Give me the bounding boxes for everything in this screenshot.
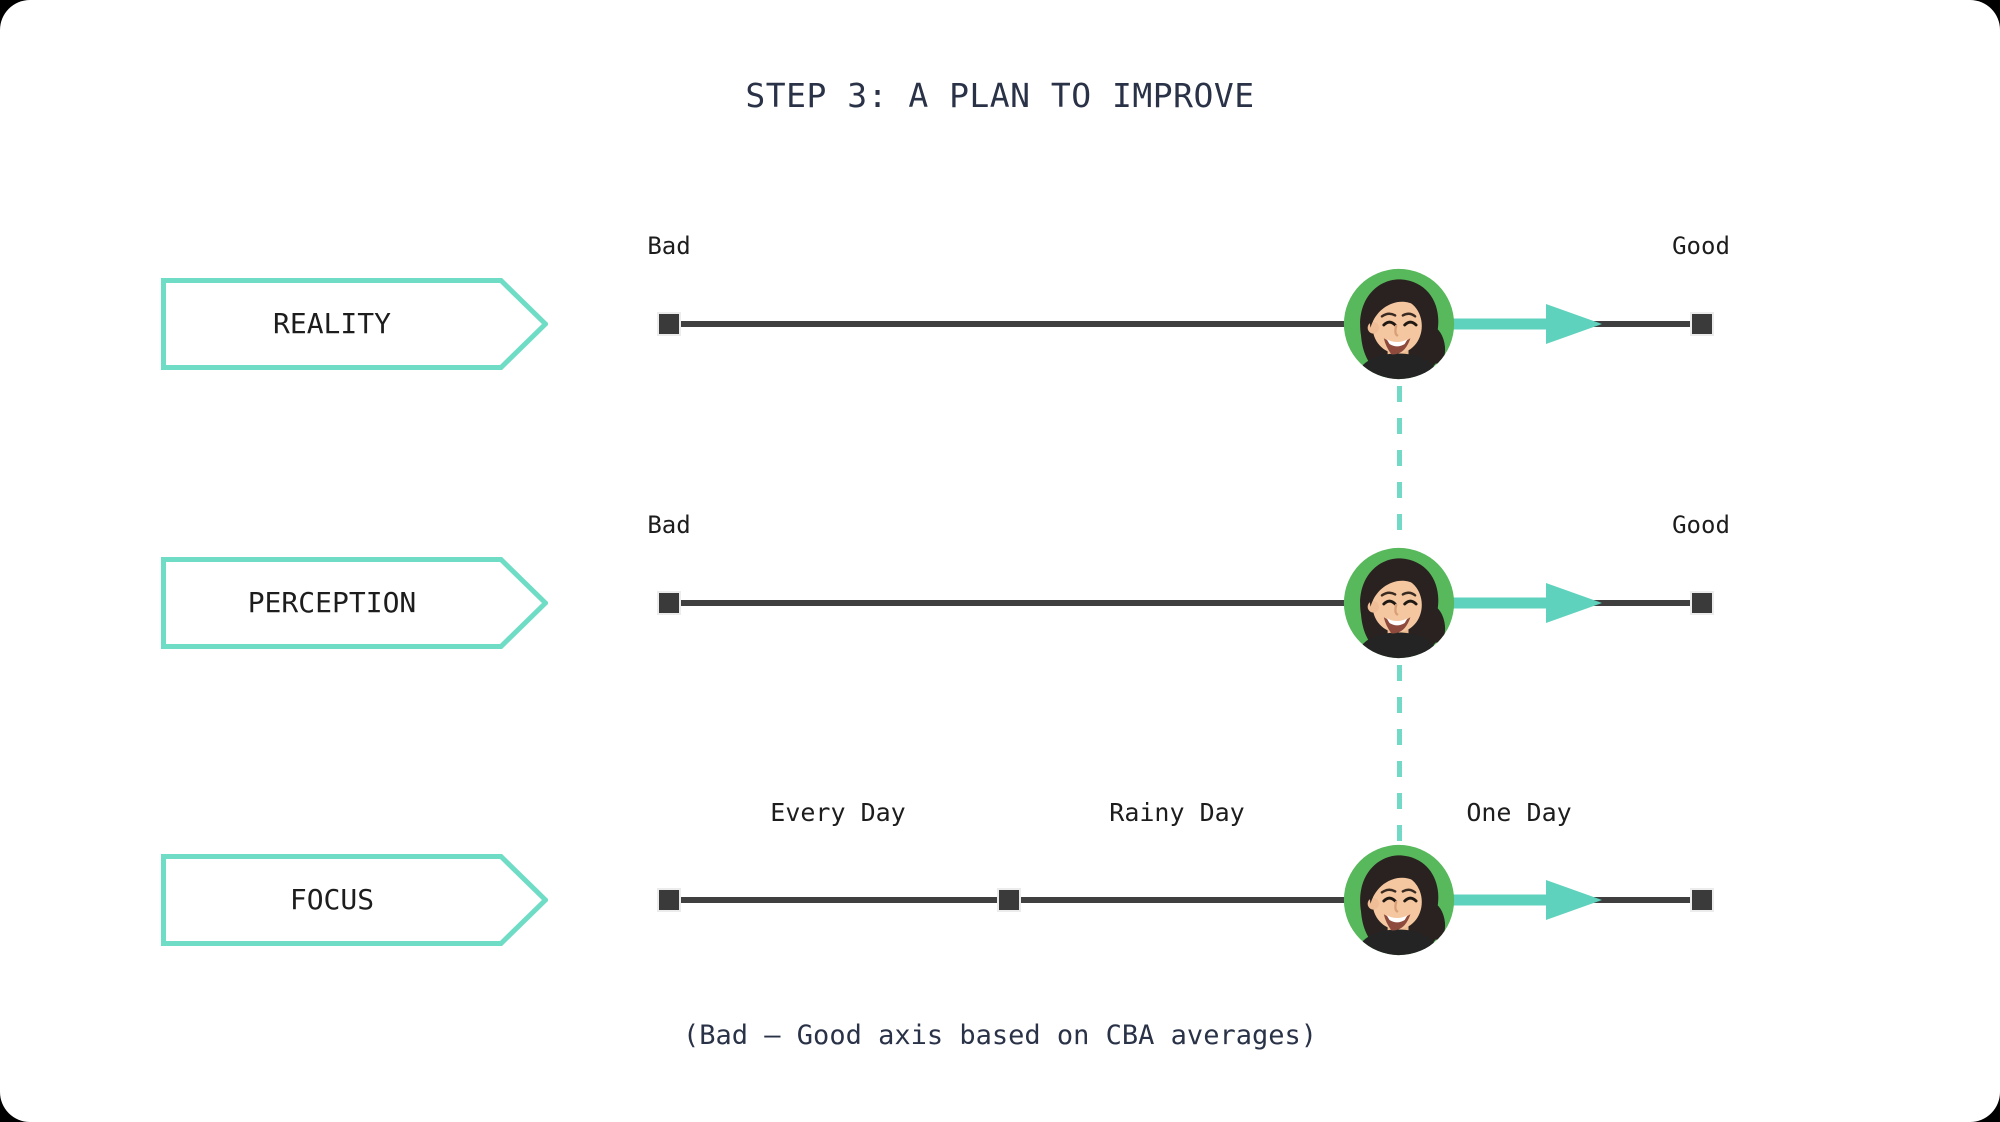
- arrow-tag-shape: [161, 557, 548, 649]
- axis-end-marker: [1692, 314, 1712, 334]
- row-label: REALITY: [272, 307, 391, 340]
- row-label: FOCUS: [289, 883, 375, 916]
- axis-start-label: Bad: [647, 511, 691, 539]
- axis-line: [669, 600, 1702, 606]
- dashed-connector: [1397, 386, 1402, 546]
- axis-start-label: Bad: [647, 232, 691, 260]
- footnote-caption: (Bad — Good axis based on CBA averages): [683, 1020, 1317, 1051]
- arrow-tag-shape: [161, 278, 548, 370]
- axis-start-marker: [659, 890, 679, 910]
- arrow-tag-shape: [161, 854, 548, 946]
- axis-end-label: Good: [1672, 232, 1730, 260]
- axis-mid-marker: [999, 890, 1019, 910]
- axis-line: [669, 321, 1702, 327]
- axis-end-marker: [1692, 890, 1712, 910]
- woman-avatar: [1342, 267, 1456, 381]
- improvement-arrow-icon: [1448, 583, 1602, 623]
- improvement-arrow-icon: [1448, 880, 1602, 920]
- axis-start-marker: [659, 314, 679, 334]
- axis-start-marker: [659, 593, 679, 613]
- page-title: STEP 3: A PLAN TO IMPROVE: [745, 76, 1255, 115]
- axis-end-label: Good: [1672, 511, 1730, 539]
- row-label: PERCEPTION: [247, 586, 417, 619]
- axis-tick-label: Every Day: [770, 798, 906, 827]
- axis-tick-label: One Day: [1466, 798, 1572, 827]
- woman-avatar: [1342, 546, 1456, 660]
- dashed-connector: [1397, 665, 1402, 842]
- axis-line: [669, 897, 1702, 903]
- woman-avatar: [1342, 843, 1456, 957]
- axis-tick-label: Rainy Day: [1109, 798, 1245, 827]
- axis-end-marker: [1692, 593, 1712, 613]
- improvement-arrow-icon: [1448, 304, 1602, 344]
